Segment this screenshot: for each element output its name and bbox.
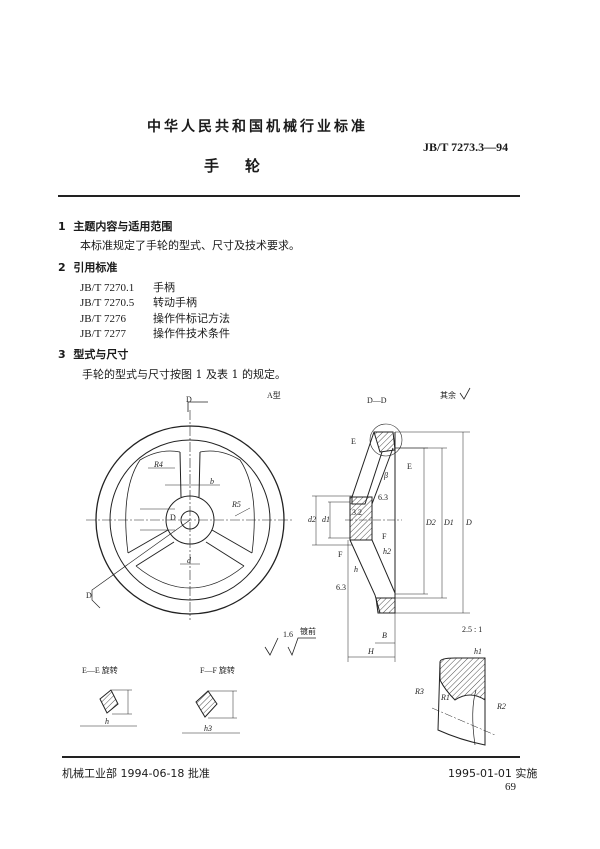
r2-label: R2 <box>496 702 506 711</box>
D2-label: D2 <box>425 518 436 527</box>
r3-label: R3 <box>414 687 424 696</box>
page-number: 69 <box>505 781 516 793</box>
section-1-heading: 1 主题内容与适用范围 <box>58 220 173 233</box>
d1-label: d1 <box>322 515 330 524</box>
cut-f-label: F <box>382 532 387 541</box>
approval-date: 机械工业部 1994-06-18 批准 <box>62 767 210 780</box>
scale-label: 2.5 : 1 <box>462 625 482 634</box>
plated-label: 镀前 <box>300 626 316 636</box>
section-ff-view <box>182 690 240 734</box>
cut-d-label: D <box>170 513 176 522</box>
h2-label: h2 <box>383 547 391 556</box>
section-1-text: 本标准规定了手轮的型式、尺寸及技术要求。 <box>80 239 300 252</box>
standard-code: JB/T 7273.3—94 <box>423 140 509 154</box>
B-label: B <box>382 631 387 640</box>
b-label: b <box>210 477 214 486</box>
roughness-6.3-label: 6.3 <box>378 493 388 502</box>
cut-e-label: E <box>407 462 412 471</box>
section-dd-label: D—D <box>367 396 387 405</box>
section-dd-view <box>312 423 470 662</box>
footer-rule <box>62 756 520 758</box>
section-ee-view <box>80 689 137 727</box>
h1-label: h1 <box>474 647 482 656</box>
cut-f-label: F <box>338 550 343 559</box>
d-label: d <box>187 556 192 565</box>
ff-section-label: F—F 旋转 <box>200 665 235 675</box>
h4-label: h <box>105 717 109 726</box>
D-label: D <box>465 518 472 527</box>
front-view <box>86 401 294 620</box>
detail-view <box>431 657 496 746</box>
section-3-heading: 3 型式与尺寸 <box>58 348 129 361</box>
rest-label: 其余 <box>440 390 456 400</box>
cut-e-label: E <box>351 437 356 446</box>
cut-d-label: D <box>186 395 192 404</box>
cut-d-label: D <box>86 591 92 600</box>
roughness-1.6-label: 1.6 <box>283 630 293 639</box>
D1-label: D1 <box>443 518 454 527</box>
d2-label: d2 <box>308 515 316 524</box>
h-label: h <box>354 565 358 574</box>
beta-label: β <box>383 471 388 480</box>
roughness-3.2-label: 3.2 <box>352 508 362 517</box>
header-rule <box>58 195 520 197</box>
roughness-6.3-label: 6.3 <box>336 583 346 592</box>
r5-label: R5 <box>231 500 241 509</box>
H-label: H <box>367 647 375 656</box>
section-3-text: 手轮的型式与尺寸按图 1 及表 1 的规定。 <box>82 368 286 381</box>
h3-label: h3 <box>204 724 212 733</box>
type-a-label: A型 <box>267 391 281 400</box>
r1-label: R1 <box>440 693 450 702</box>
r4-label: R4 <box>153 460 163 469</box>
page-title: 手轮 <box>204 157 287 175</box>
ee-section-label: E—E 旋转 <box>82 665 118 675</box>
effective-date: 1995-01-01 实施 <box>448 767 538 780</box>
issuing-body: 中华人民共和国机械行业标准 <box>147 119 368 135</box>
section-2-heading: 2 引用标准 <box>58 261 118 274</box>
